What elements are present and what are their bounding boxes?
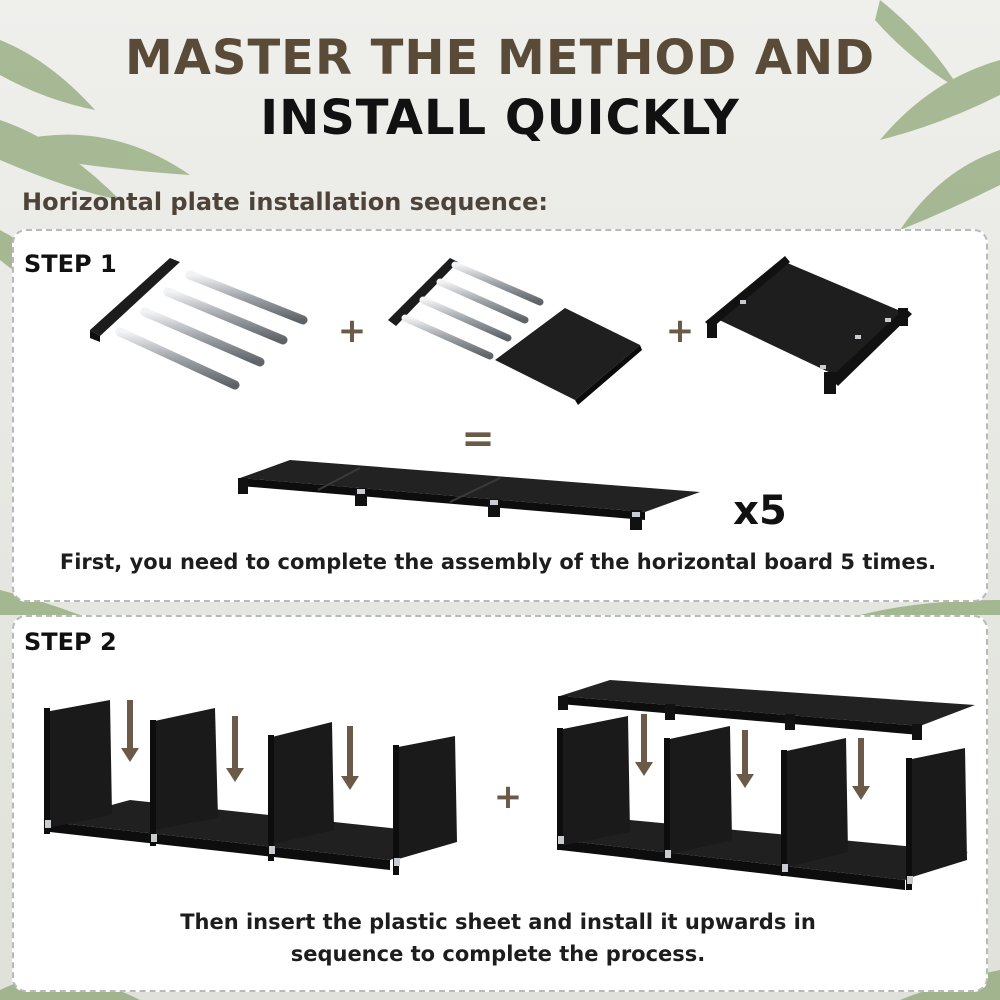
multiplier-x5: x5 — [733, 488, 787, 534]
step1-caption: First, you need to complete the assembly… — [59, 550, 937, 574]
horizontal-board — [238, 460, 700, 530]
down-arrows-right — [635, 714, 870, 800]
plus-sign-1: + — [338, 311, 367, 351]
step2-caption-line1: Then insert the plastic sheet and instal… — [180, 910, 816, 934]
plus-sign-2: + — [666, 311, 695, 351]
cube-completed-with-top-board — [557, 680, 975, 890]
cube-base-with-panels — [44, 700, 457, 875]
title-line-2: INSTALL QUICKLY — [260, 90, 740, 146]
bracket-and-rods-part — [90, 258, 308, 390]
subheading: Horizontal plate installation sequence: — [22, 188, 548, 216]
step2-label: STEP 2 — [24, 628, 117, 656]
assembled-shelf-unit — [705, 256, 912, 394]
step1-label: STEP 1 — [24, 250, 117, 278]
title-line-1: MASTER THE METHOD AND — [124, 30, 876, 86]
equals-sign: = — [461, 416, 495, 462]
step2-caption-line2: sequence to complete the process. — [290, 942, 706, 966]
bracket-rods-sheet-part — [388, 258, 642, 405]
down-arrows-left — [121, 700, 359, 790]
plus-sign-3: + — [494, 777, 523, 817]
